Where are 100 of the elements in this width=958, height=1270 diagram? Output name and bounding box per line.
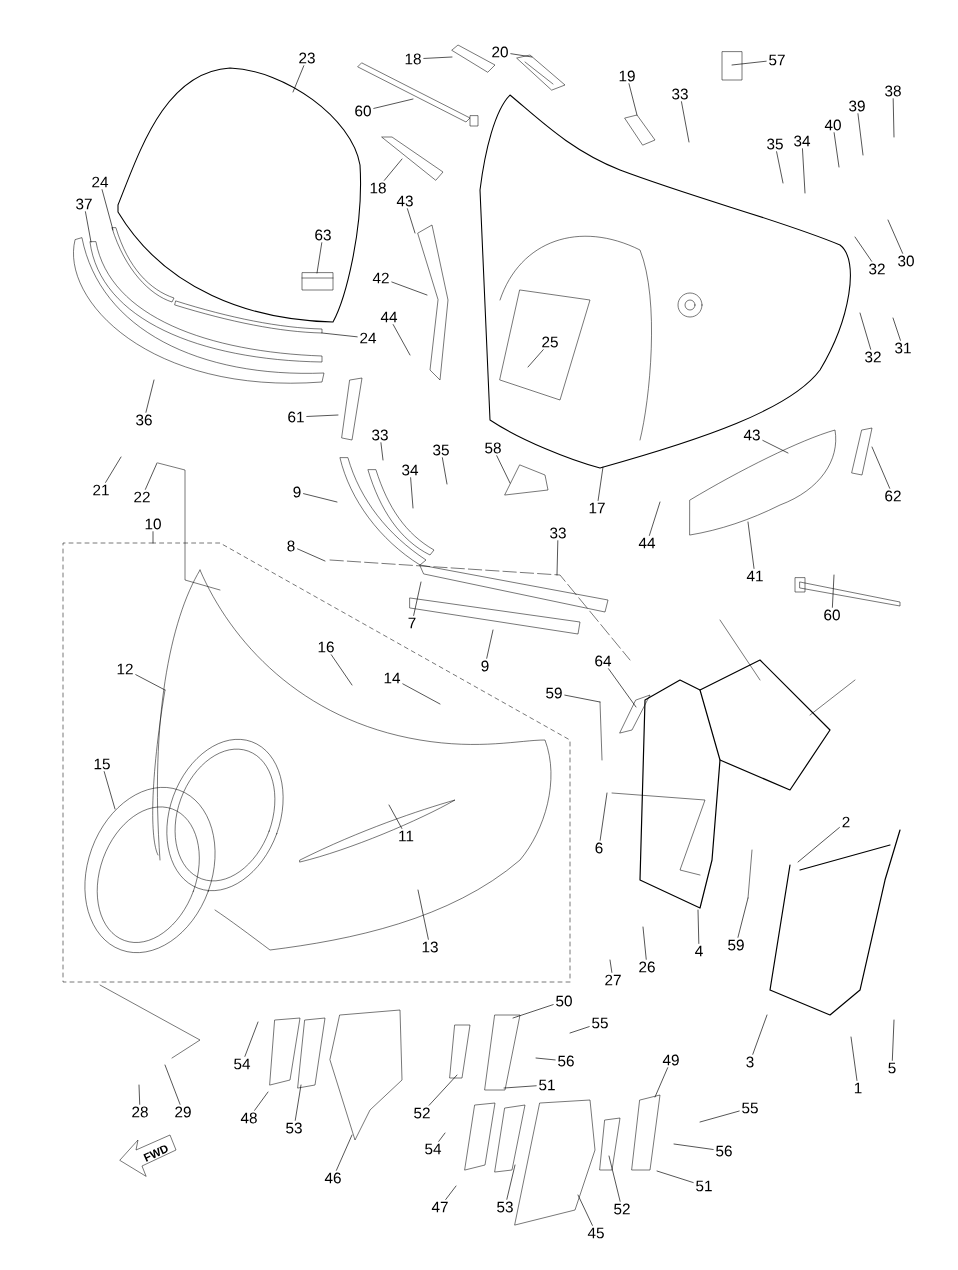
callout-number: 52 bbox=[414, 1107, 430, 1119]
callout-number: 34 bbox=[794, 135, 811, 147]
leader-line bbox=[135, 674, 166, 691]
callout-number: 44 bbox=[638, 537, 656, 549]
leader-line bbox=[445, 1185, 457, 1200]
callout-number: 13 bbox=[422, 941, 438, 953]
leader-line bbox=[892, 98, 895, 138]
leader-line bbox=[496, 455, 511, 484]
callout-number: 32 bbox=[865, 351, 881, 363]
callout-number: 4 bbox=[695, 945, 703, 957]
callout-number: 1 bbox=[854, 1082, 862, 1094]
leader-line bbox=[428, 1074, 458, 1106]
callout-number: 33 bbox=[550, 527, 566, 539]
callout-number: 42 bbox=[372, 272, 389, 284]
leader-line bbox=[503, 1085, 537, 1089]
leader-line bbox=[752, 1014, 768, 1055]
leader-line bbox=[697, 909, 700, 944]
leader-line bbox=[556, 540, 559, 576]
leader-line bbox=[654, 1067, 668, 1098]
leader-line bbox=[673, 1143, 714, 1150]
leader-line bbox=[608, 1155, 621, 1202]
callout-number: 44 bbox=[380, 311, 398, 323]
leader-line bbox=[384, 158, 403, 181]
callout-number: 63 bbox=[315, 229, 331, 241]
callout-number: 35 bbox=[767, 138, 783, 150]
leader-line bbox=[599, 792, 608, 841]
leader-line bbox=[105, 456, 122, 483]
callout-number: 25 bbox=[542, 336, 558, 348]
callout-number: 14 bbox=[384, 672, 401, 684]
leader-line bbox=[859, 312, 872, 350]
callout-number: 45 bbox=[587, 1227, 604, 1239]
callout-number: 48 bbox=[240, 1112, 257, 1124]
leader-line bbox=[417, 889, 429, 940]
callout-number: 39 bbox=[849, 100, 865, 112]
callout-number: 53 bbox=[286, 1122, 302, 1134]
callout-number: 3 bbox=[746, 1056, 754, 1068]
leader-line bbox=[438, 1132, 446, 1142]
callout-number: 6 bbox=[595, 842, 603, 854]
leader-line bbox=[297, 548, 326, 562]
leader-line bbox=[887, 219, 903, 254]
callout-number: 20 bbox=[492, 46, 508, 58]
leader-line bbox=[699, 1110, 740, 1123]
leader-line bbox=[244, 1021, 259, 1057]
leader-line bbox=[747, 521, 755, 569]
callout-number: 47 bbox=[431, 1201, 448, 1213]
leader-line bbox=[321, 332, 358, 338]
callout-number: 58 bbox=[485, 442, 501, 454]
callout-number: 9 bbox=[481, 660, 489, 672]
leader-line bbox=[336, 1134, 353, 1171]
leader-line bbox=[797, 827, 840, 863]
leader-line bbox=[512, 1004, 554, 1019]
callout-number: 50 bbox=[556, 995, 572, 1007]
callout-number: 40 bbox=[824, 119, 841, 131]
callout-number: 15 bbox=[94, 758, 110, 770]
callout-number: 18 bbox=[370, 182, 386, 194]
callout-number: 54 bbox=[234, 1058, 251, 1070]
callout-number: 51 bbox=[539, 1079, 555, 1091]
callout-number: 56 bbox=[716, 1145, 732, 1157]
callout-number: 60 bbox=[355, 105, 371, 117]
leader-line bbox=[145, 462, 158, 490]
leader-line bbox=[535, 1057, 556, 1061]
leader-line bbox=[577, 1194, 593, 1226]
leader-line bbox=[330, 654, 353, 686]
leader-line bbox=[294, 1084, 302, 1121]
callout-number: 8 bbox=[287, 540, 295, 552]
callout-number: 29 bbox=[175, 1106, 191, 1118]
leader-line bbox=[737, 897, 749, 938]
leader-line bbox=[423, 56, 453, 59]
leader-line bbox=[564, 694, 601, 703]
callout-number: 61 bbox=[288, 411, 304, 423]
leader-line bbox=[762, 440, 789, 454]
callout-number: 36 bbox=[136, 414, 152, 426]
leader-line bbox=[410, 477, 414, 509]
callout-number: 57 bbox=[769, 54, 785, 66]
leader-line bbox=[292, 65, 305, 93]
callout-number: 32 bbox=[869, 263, 885, 275]
callout-number: 54 bbox=[425, 1143, 442, 1155]
leader-line bbox=[833, 132, 840, 168]
callout-number: 24 bbox=[92, 176, 109, 188]
callout-number: 7 bbox=[408, 617, 416, 629]
leader-line bbox=[802, 148, 806, 194]
leader-line bbox=[850, 1036, 858, 1081]
callout-number: 26 bbox=[639, 961, 655, 973]
leader-line bbox=[681, 101, 690, 143]
callout-number: 34 bbox=[402, 464, 419, 476]
leader-line bbox=[316, 242, 323, 274]
callout-number: 2 bbox=[842, 816, 850, 828]
leader-line bbox=[857, 113, 864, 156]
leader-line bbox=[609, 959, 613, 973]
leader-line bbox=[854, 236, 873, 262]
leader-line bbox=[138, 1084, 141, 1105]
leader-line bbox=[527, 349, 544, 368]
leader-line bbox=[101, 189, 114, 231]
callout-number: 60 bbox=[824, 609, 840, 621]
leader-line bbox=[391, 281, 428, 296]
callout-number: 38 bbox=[885, 85, 901, 97]
leader-line bbox=[656, 1170, 694, 1183]
leader-line bbox=[892, 1019, 895, 1061]
callout-number: 59 bbox=[728, 939, 744, 951]
leader-line bbox=[254, 1091, 269, 1111]
